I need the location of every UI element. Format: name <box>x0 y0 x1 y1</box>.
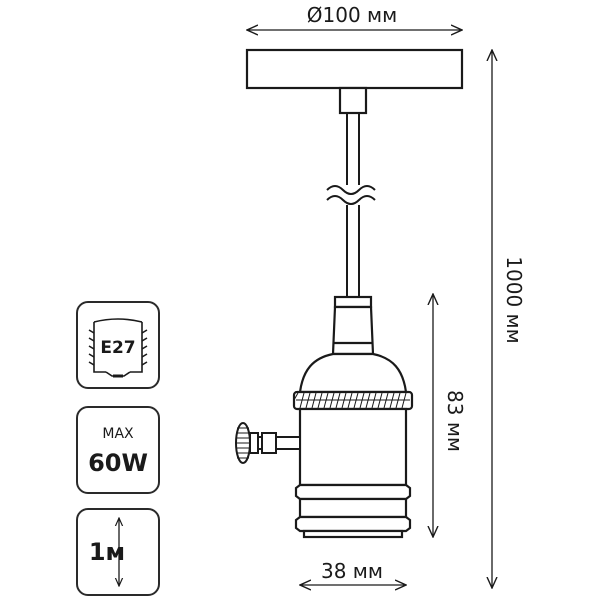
lamp-holder <box>292 295 414 539</box>
dimension-total-length: 1000 мм <box>492 50 526 588</box>
ceiling-canopy <box>245 48 464 115</box>
socket-label: E27 <box>100 338 135 358</box>
canopy-plate <box>245 48 464 90</box>
holder-body <box>298 407 408 487</box>
power-value: 60W <box>88 449 148 477</box>
canopy-stem <box>338 86 368 115</box>
cable-break-mark <box>326 195 376 205</box>
cable-length-value: 1м <box>89 538 125 566</box>
total-length-label: 1000 мм <box>502 256 526 343</box>
holder-shoulder <box>298 352 408 394</box>
dimension-holder-width: 38 мм <box>300 559 406 585</box>
holder-width-label: 38 мм <box>321 559 383 583</box>
holder-base <box>298 497 408 519</box>
badge-frame <box>76 301 160 389</box>
holder-bottom-ring <box>294 515 412 533</box>
holder-lip <box>302 529 404 539</box>
holder-height-label: 83 мм <box>443 390 467 452</box>
dimension-top-diameter: Ø100 мм <box>247 3 462 30</box>
switch-knob-icon <box>235 422 301 464</box>
badge-socket: E27 <box>76 301 160 389</box>
badge-cable: 1м <box>76 508 160 596</box>
dimension-holder-height: 83 мм <box>433 294 467 537</box>
badge-frame <box>76 406 160 494</box>
cable <box>326 113 376 297</box>
holder-neck <box>331 305 375 356</box>
cable-break-mark <box>326 185 376 195</box>
top-diameter-label: Ø100 мм <box>307 3 397 27</box>
badge-power: MAX 60W <box>76 406 160 494</box>
power-max-label: MAX <box>102 426 134 442</box>
holder-cap <box>333 295 373 309</box>
holder-groove <box>294 483 412 501</box>
bulb-socket-icon <box>88 318 148 378</box>
